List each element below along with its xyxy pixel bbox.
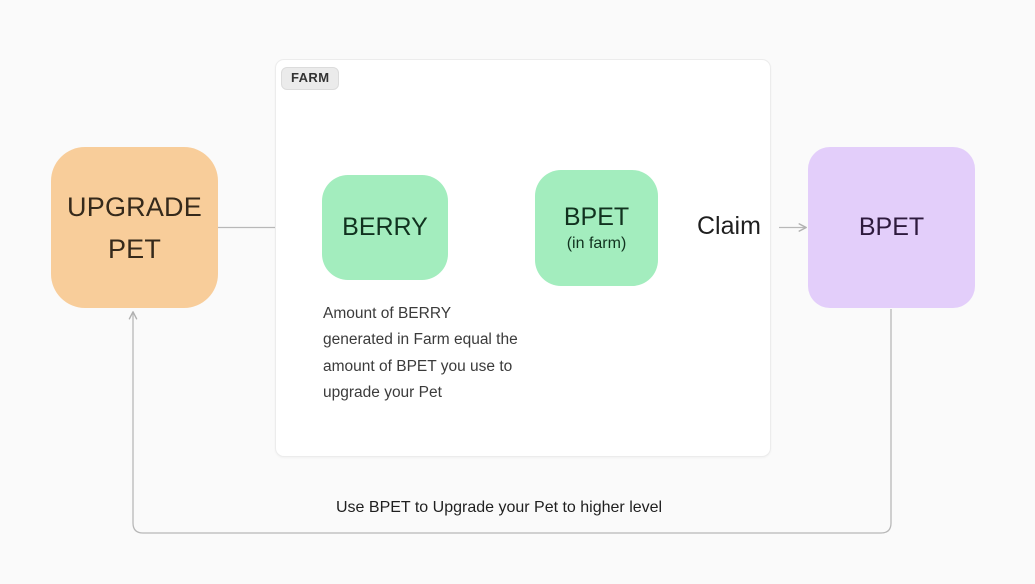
node-bpet-in-farm-sublabel: (in farm)	[566, 234, 627, 252]
farm-note-text: Amount of BERRY generated in Farm equal …	[323, 305, 518, 401]
node-bpet-wallet[interactable]: BPET	[808, 147, 975, 308]
feedback-loop-caption: Use BPET to Upgrade your Pet to higher l…	[336, 499, 663, 516]
node-bpet-in-farm-label: BPET	[563, 202, 630, 231]
node-upgrade-pet-line1: UPGRADE	[67, 191, 202, 222]
node-upgrade-pet[interactable]: UPGRADE PET	[51, 147, 218, 308]
edge-label-claim: Claim	[697, 212, 761, 240]
node-upgrade-pet-line2: PET	[107, 233, 162, 264]
node-berry[interactable]: BERRY	[322, 175, 448, 280]
node-bpet-in-farm[interactable]: BPET (in farm)	[535, 170, 658, 286]
farm-group-badge: FARM	[281, 67, 340, 90]
node-berry-label: BERRY	[342, 213, 428, 241]
node-bpet-wallet-label: BPET	[858, 213, 925, 241]
